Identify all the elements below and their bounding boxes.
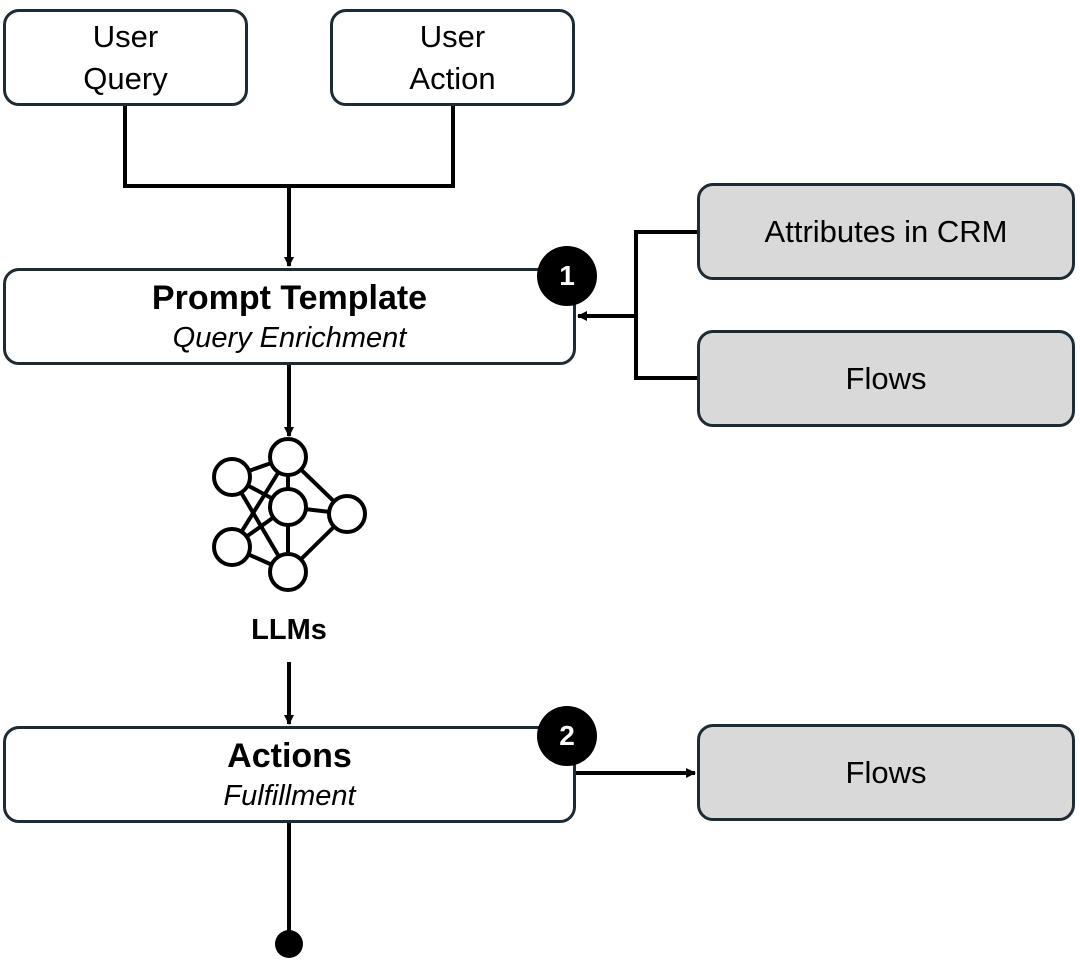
user-query-line-1: User <box>92 18 159 54</box>
neural-network-icon <box>212 437 367 592</box>
user-query-box: User Query <box>3 9 248 106</box>
connector-user-inputs <box>123 106 455 188</box>
prompt-template-box: Prompt Template Query Enrichment <box>3 268 576 365</box>
user-query-line-2: Query <box>83 60 168 96</box>
llm-label: LLMs <box>251 614 327 646</box>
attributes-in-crm-box: Attributes in CRM <box>697 183 1075 280</box>
flows-source-label: Flows <box>845 360 927 396</box>
user-action-line-2: Action <box>409 60 496 96</box>
flows-output-box: Flows <box>697 724 1075 821</box>
flows-source-box: Flows <box>697 330 1075 427</box>
user-action-line-1: User <box>419 18 486 54</box>
attributes-in-crm-label: Attributes in CRM <box>764 213 1008 249</box>
actions-box: Actions Fulfillment <box>3 726 576 823</box>
connector-sources <box>634 230 697 380</box>
user-action-box: User Action <box>330 9 575 106</box>
step-badge-1: 1 <box>537 246 597 306</box>
terminal-dot <box>275 930 303 958</box>
flows-output-label: Flows <box>845 754 927 790</box>
prompt-template-subtitle: Query Enrichment <box>172 321 407 354</box>
step-badge-2: 2 <box>537 706 597 766</box>
actions-title: Actions <box>227 736 352 775</box>
actions-subtitle: Fulfillment <box>223 779 356 812</box>
prompt-template-title: Prompt Template <box>151 278 428 317</box>
